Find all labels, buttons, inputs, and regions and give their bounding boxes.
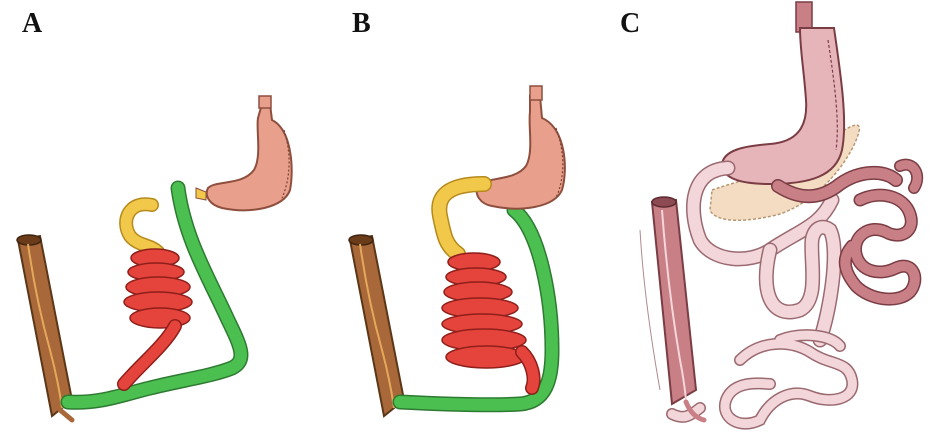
- panel-a: [17, 96, 292, 420]
- panel-a-colon: [17, 235, 72, 420]
- panel-b: [349, 86, 565, 416]
- panel-b-small-bowel: [442, 253, 534, 388]
- panel-b-colon: [349, 235, 404, 416]
- panel-b-stomach: [477, 86, 565, 209]
- panel-c: [640, 2, 917, 424]
- panel-a-stomach: [196, 96, 292, 210]
- panel-a-small-bowel: [124, 249, 192, 384]
- panel-c-stomach: [722, 2, 844, 184]
